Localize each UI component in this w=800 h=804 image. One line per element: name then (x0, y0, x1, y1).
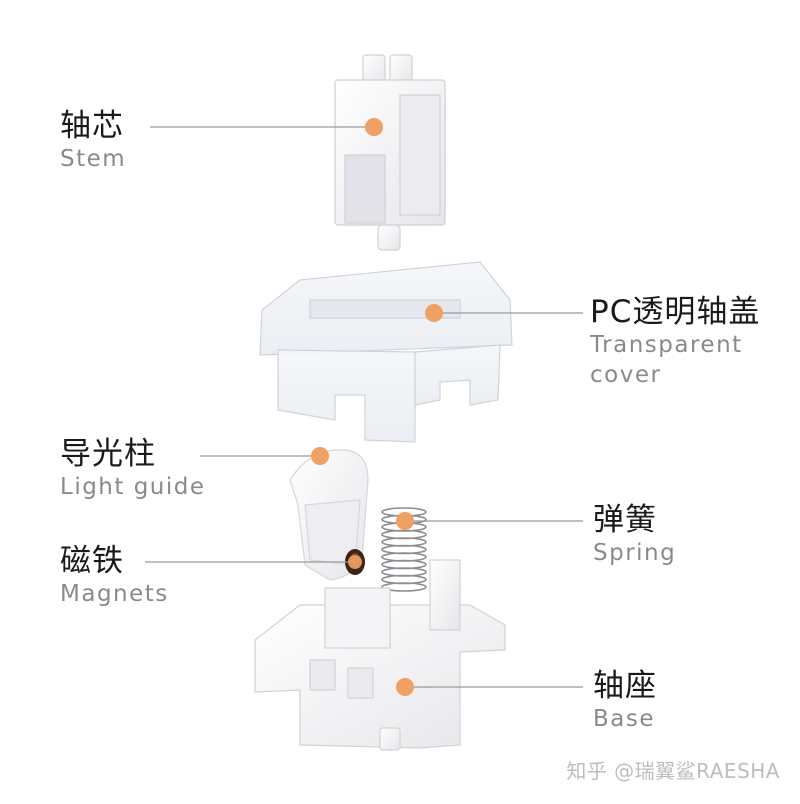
spring-label-zh: 弹簧 (593, 502, 657, 538)
light-guide-label-en: Light guide (60, 474, 206, 500)
watermark: 知乎 @瑞翼鲨RAESHA (566, 759, 780, 783)
stem-dot (365, 118, 383, 136)
light-guide-dot (311, 447, 329, 465)
base-label-zh: 轴座 (593, 668, 657, 704)
light-guide-label: 导光柱 Light guide (60, 436, 206, 502)
magnet-label: 磁铁 Magnets (60, 543, 169, 609)
cover-label: PC透明轴盖 Transparent cover (590, 294, 760, 390)
base-label: 轴座 Base (593, 668, 657, 734)
callout-dots (311, 118, 443, 696)
spring-label: 弹簧 Spring (593, 502, 676, 568)
base-dot (396, 678, 414, 696)
spring-coil (381, 582, 427, 592)
stem-label-zh: 轴芯 (60, 108, 124, 144)
base-part (254, 559, 506, 751)
stem-label: 轴芯 Stem (60, 108, 126, 174)
light-guide-part (289, 449, 369, 581)
cover-dot (425, 304, 443, 322)
cover-label-en: Transparent (590, 332, 743, 358)
magnet-label-en: Magnets (60, 581, 169, 607)
cover-label-en-2: cover (590, 362, 662, 388)
magnet-label-zh: 磁铁 (60, 543, 124, 579)
base-label-en: Base (593, 706, 656, 732)
stem-part (334, 54, 446, 251)
spring-dot (396, 512, 414, 530)
magnet-dot (348, 555, 362, 569)
stem-label-en: Stem (60, 146, 127, 172)
spring-label-en: Spring (593, 540, 677, 566)
cover-label-zh: PC透明轴盖 (590, 294, 761, 330)
light-guide-label-zh: 导光柱 (60, 436, 156, 472)
transparent-cover-part (259, 261, 513, 443)
leader-lines (145, 126, 583, 688)
